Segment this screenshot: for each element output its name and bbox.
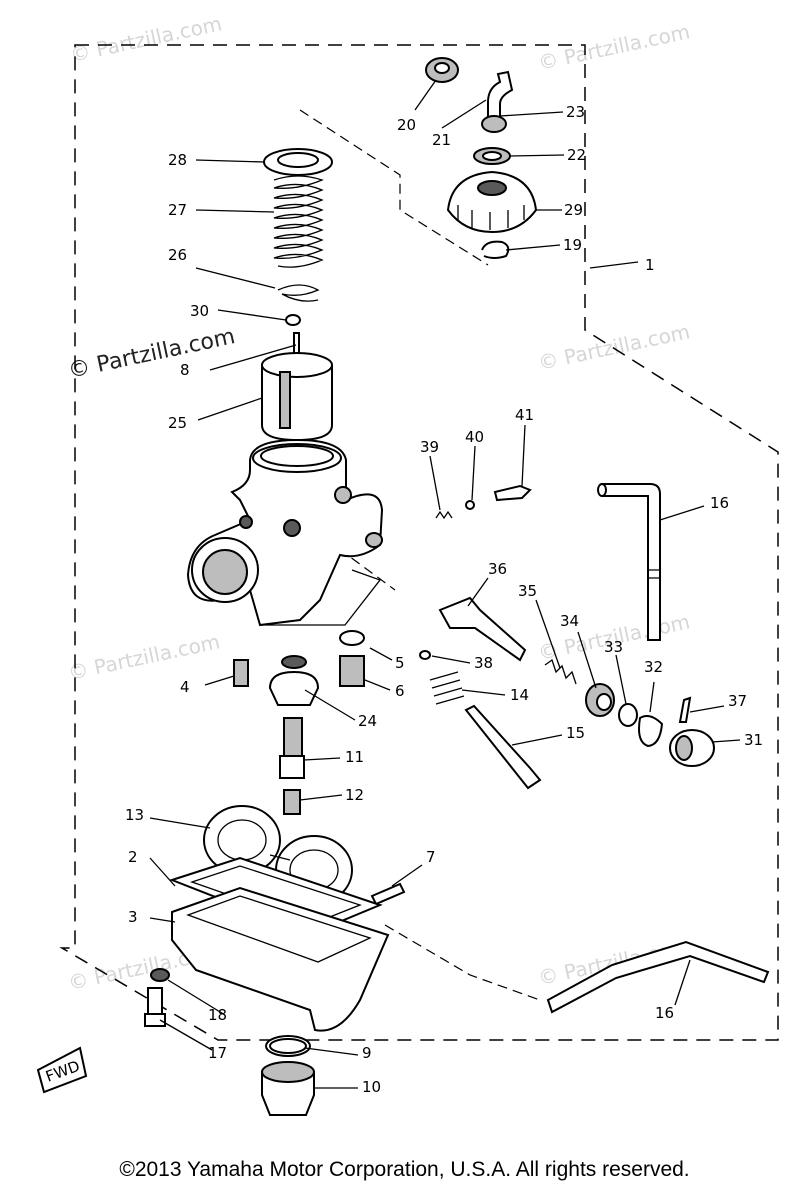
callout-1: 1 xyxy=(645,256,655,274)
callout-19: 19 xyxy=(563,236,582,254)
part-16-hose-top xyxy=(597,483,661,641)
part-33-washer xyxy=(618,703,638,727)
part-11-needle-jet xyxy=(279,717,305,779)
callout-28: 28 xyxy=(168,151,187,169)
part-24-cap xyxy=(268,655,320,706)
callout-4: 4 xyxy=(180,678,190,696)
callout-39: 39 xyxy=(420,438,439,456)
callout-17: 17 xyxy=(208,1044,227,1062)
callout-40: 40 xyxy=(465,428,484,446)
part-20-nut xyxy=(425,57,459,83)
part-28-seal xyxy=(263,148,333,176)
part-9-oring xyxy=(265,1035,311,1057)
part-25-throttle-valve xyxy=(261,352,333,442)
callout-13: 13 xyxy=(125,806,144,824)
callout-27: 27 xyxy=(168,201,187,219)
part-36-adjuster xyxy=(438,596,527,662)
copyright-notice: ©2013 Yamaha Motor Corporation, U.S.A. A… xyxy=(119,1158,690,1181)
watermark: © Partzilla.com xyxy=(66,629,222,685)
part-10-plug xyxy=(261,1061,315,1116)
part-30-ring xyxy=(285,314,301,326)
part-21-elbow xyxy=(481,70,514,133)
part-14-spring xyxy=(429,671,465,705)
callout-2: 2 xyxy=(128,848,138,866)
callout-29: 29 xyxy=(564,201,583,219)
callout-38: 38 xyxy=(474,654,493,672)
callout-35: 35 xyxy=(518,582,537,600)
watermark: © Partzilla.com xyxy=(536,19,692,75)
part-37-pin xyxy=(678,696,692,723)
watermark: © Partzilla.com xyxy=(68,11,224,67)
part-31-knob xyxy=(669,729,715,767)
callout-5: 5 xyxy=(395,654,405,672)
callout-34: 34 xyxy=(560,612,579,630)
callout-14: 14 xyxy=(510,686,529,704)
part-27-spring xyxy=(273,175,324,268)
callout-15: 15 xyxy=(566,724,585,742)
callout-7: 7 xyxy=(426,848,436,866)
callout-41: 41 xyxy=(515,406,534,424)
assembly-boundary xyxy=(59,44,779,1041)
callout-10: 10 xyxy=(362,1078,381,1096)
part-16-hose-bottom xyxy=(546,940,770,1014)
part-8-needle xyxy=(293,332,300,356)
callout-labels: 1 2 3 4 5 6 7 8 9 10 11 12 13 14 15 16 1… xyxy=(125,103,763,1096)
callout-32: 32 xyxy=(644,658,663,676)
part-4-jet xyxy=(233,659,249,687)
part-19-clip xyxy=(481,240,510,259)
watermark: © Partzilla.com xyxy=(536,319,692,375)
part-41-screw xyxy=(493,484,532,502)
part-7-pin xyxy=(370,882,406,906)
cap-alignment-line xyxy=(299,109,489,266)
callout-21: 21 xyxy=(432,131,451,149)
part-22-washer xyxy=(473,147,511,165)
float-bowl-hose-line xyxy=(384,924,541,1001)
part-29-cap xyxy=(446,170,538,234)
callout-6: 6 xyxy=(395,682,405,700)
callout-18: 18 xyxy=(208,1006,227,1024)
fwd-marker: FWD xyxy=(36,1046,88,1094)
part-35-spring xyxy=(544,658,577,685)
part-32-bushing xyxy=(638,715,664,748)
part-38-oring xyxy=(419,650,431,660)
part-26-clip xyxy=(277,284,320,302)
callout-3: 3 xyxy=(128,908,138,926)
callout-37: 37 xyxy=(728,692,747,710)
callout-20: 20 xyxy=(397,116,416,134)
callout-36: 36 xyxy=(488,560,507,578)
callout-12: 12 xyxy=(345,786,364,804)
part-34-fitting xyxy=(585,683,615,717)
callout-30: 30 xyxy=(190,302,209,320)
leader-lines xyxy=(149,79,741,1089)
carburetor-body xyxy=(186,438,384,627)
part-12-main-jet xyxy=(283,789,301,815)
part-18-washer xyxy=(150,968,170,982)
part-6-plug xyxy=(339,655,365,687)
callout-16a: 16 xyxy=(710,494,729,512)
callout-11: 11 xyxy=(345,748,364,766)
part-40-ball xyxy=(465,500,475,510)
part-15-screw xyxy=(464,704,542,790)
callout-23: 23 xyxy=(566,103,585,121)
callout-8: 8 xyxy=(180,361,190,379)
callout-24: 24 xyxy=(358,712,377,730)
part-5-washer xyxy=(339,630,365,646)
part-17-screw xyxy=(144,987,166,1027)
callout-22: 22 xyxy=(567,146,586,164)
callout-26: 26 xyxy=(168,246,187,264)
callout-16b: 16 xyxy=(655,1004,674,1022)
callout-25: 25 xyxy=(168,414,187,432)
callout-31: 31 xyxy=(744,731,763,749)
watermark-dark: © Partzilla.com xyxy=(66,324,237,384)
callout-9: 9 xyxy=(362,1044,372,1062)
part-39-spring xyxy=(435,510,453,520)
part-3-float-bowl xyxy=(171,886,390,1032)
callout-33: 33 xyxy=(604,638,623,656)
